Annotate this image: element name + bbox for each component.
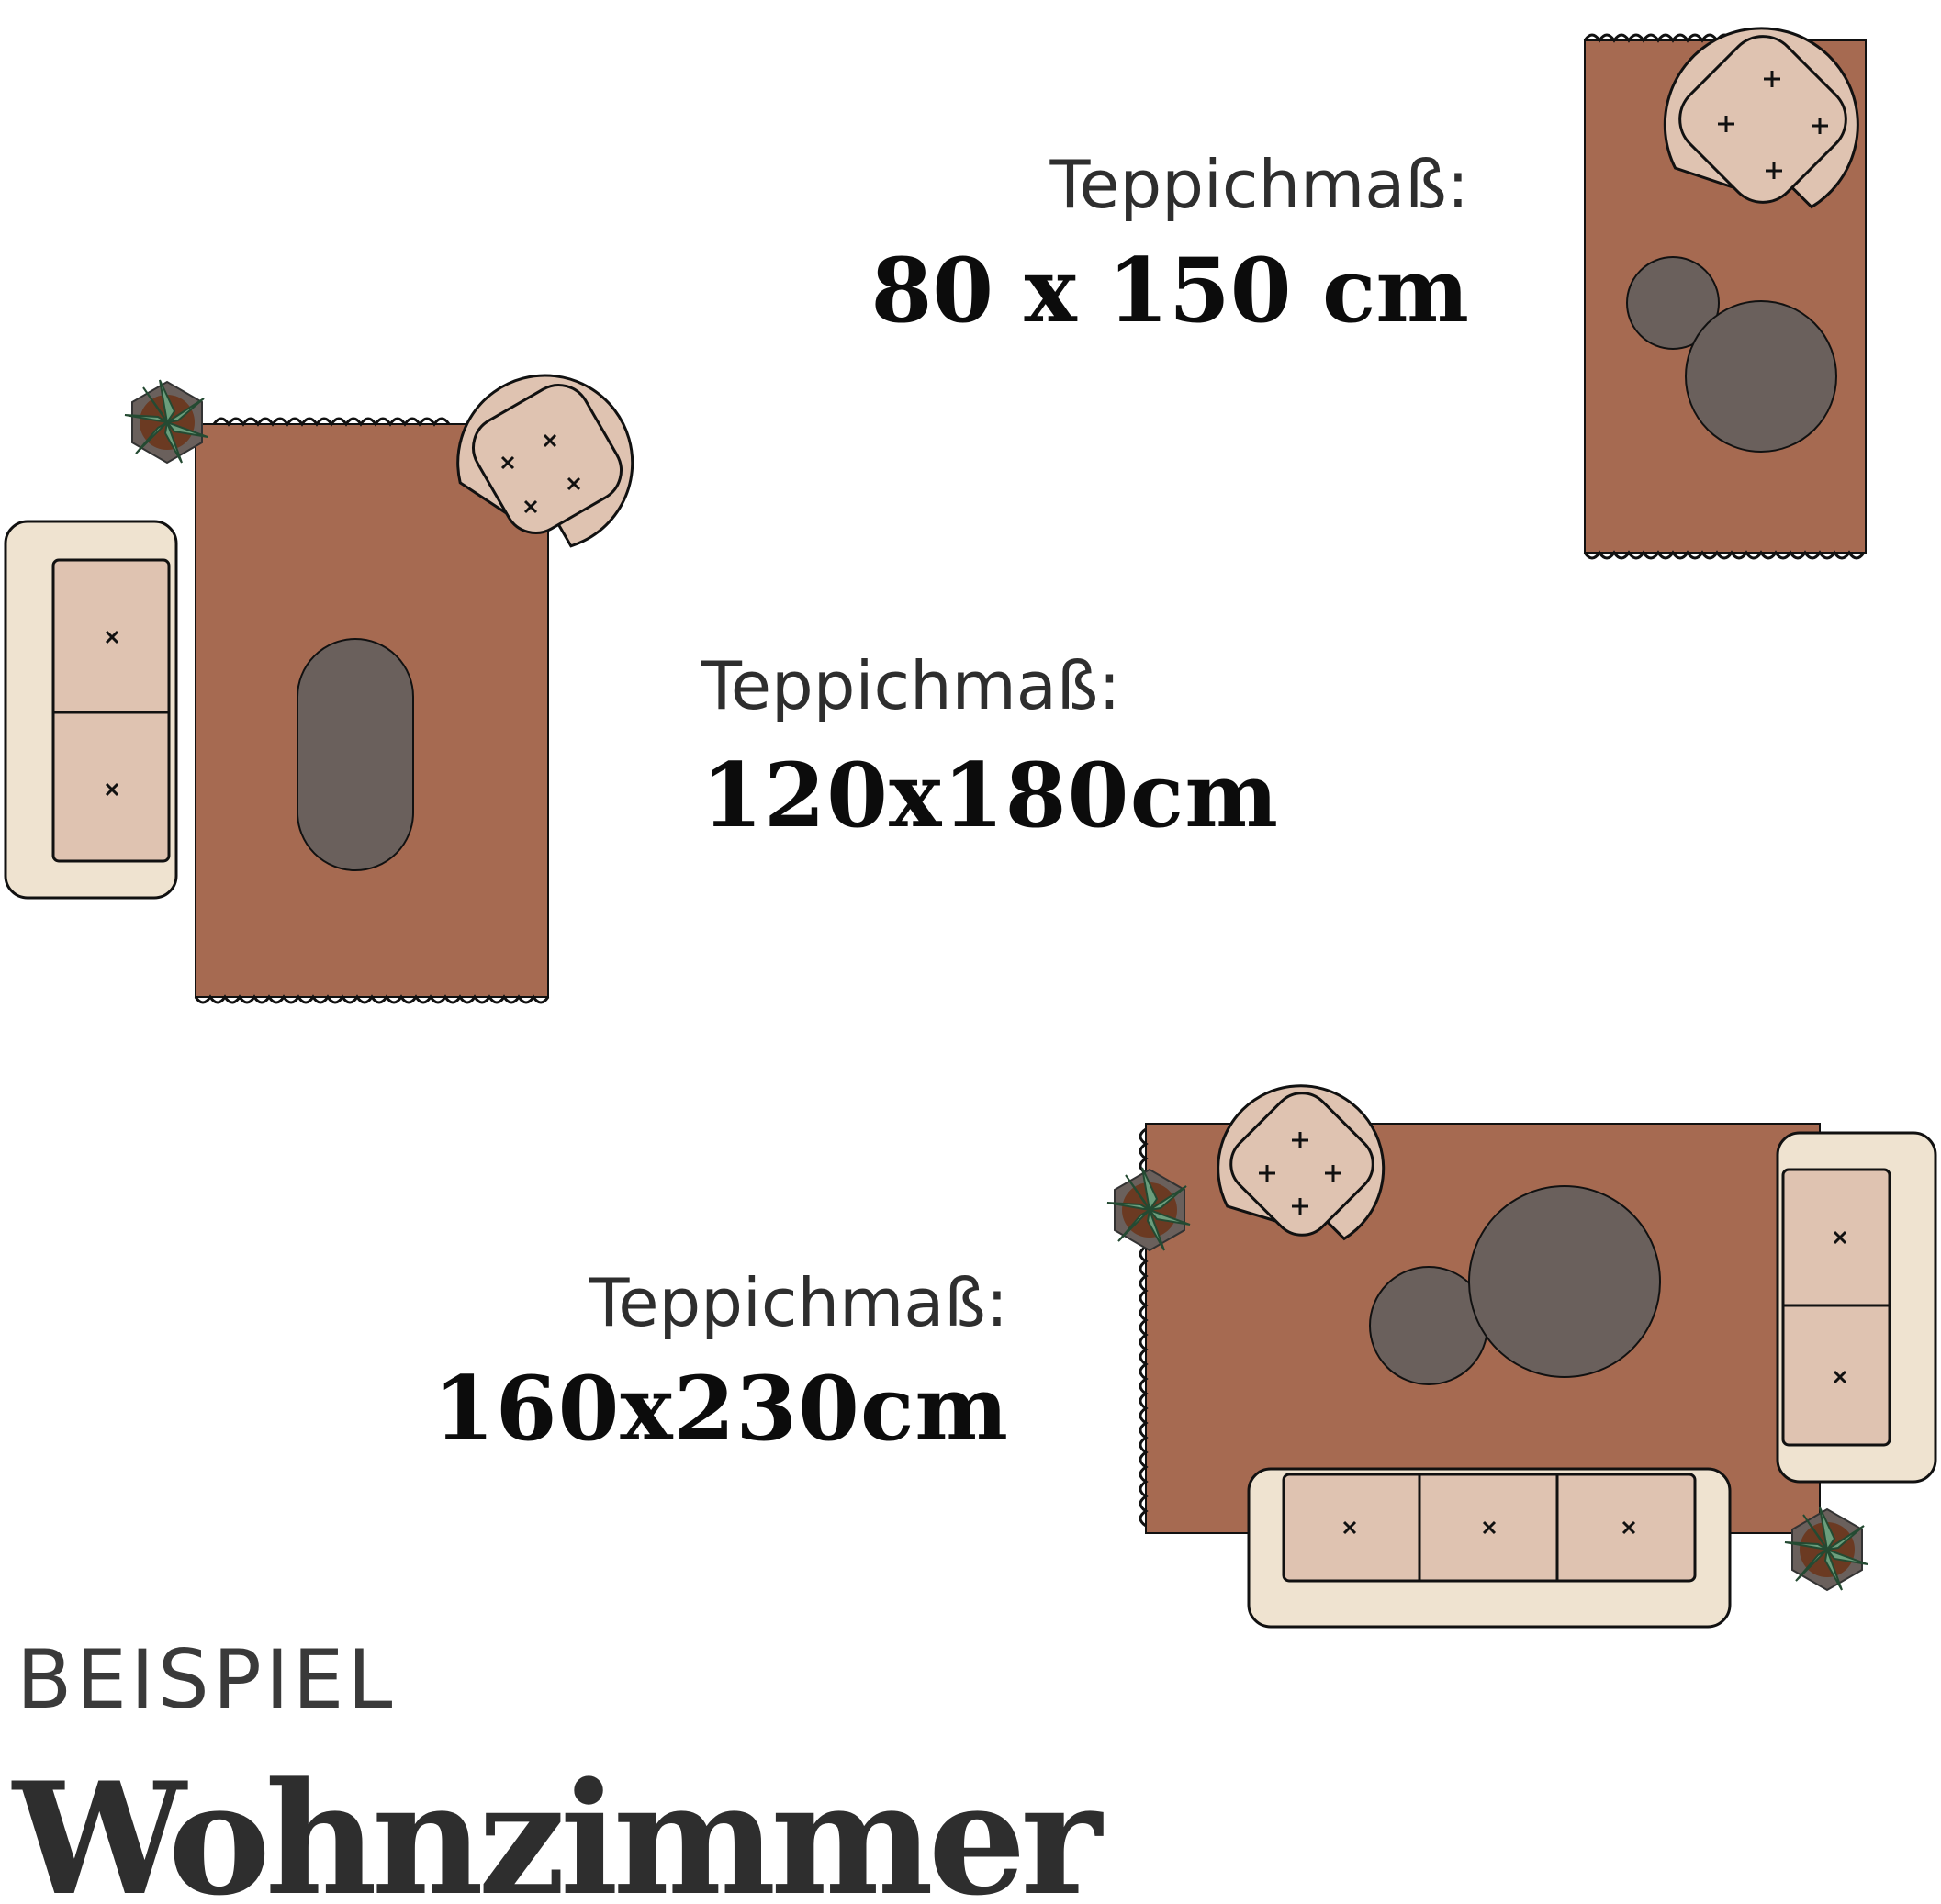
rug-1-group: [1583, 27, 1867, 560]
rug-2-fringe-bottom: [194, 994, 550, 1004]
rug-3-label-text: Teppichmaß:: [588, 1264, 1008, 1341]
caption-title: Wohnzimmer: [11, 1748, 1104, 1904]
rug-2-group: [4, 374, 634, 1004]
rug-1-label-text: Teppichmaß:: [1049, 146, 1469, 223]
caption-subtitle: BEISPIEL: [17, 1632, 396, 1727]
rug-1-fringe-bottom: [1583, 550, 1866, 560]
coffee-table-icon: [297, 638, 414, 871]
coffee-table-icon: [1685, 300, 1837, 453]
coffee-table-icon: [1626, 256, 1720, 350]
rug-1-label: Teppichmaß: 80 x 150 cm: [870, 146, 1469, 342]
rug-3-size-text: 160x230cm: [433, 1357, 1008, 1461]
sofa-icon: [1776, 1131, 1937, 1484]
rug-3-group: [1106, 1084, 1937, 1629]
sofa-icon: [1247, 1467, 1732, 1629]
sofa-icon: [4, 520, 178, 900]
rug-2-label: Teppichmaß: 120x180cm: [701, 647, 1278, 847]
rug-1-fringe-top: [1583, 33, 1733, 43]
coffee-table-icon: [1468, 1185, 1661, 1378]
rug-1-size-text: 80 x 150 cm: [870, 239, 1469, 342]
armchair-icon: [1663, 27, 1859, 209]
rug-3-label: Teppichmaß: 160x230cm: [433, 1264, 1008, 1461]
armchair-icon: [456, 374, 634, 548]
rug-2-fringe-top: [212, 417, 451, 427]
rug-2-size-text: 120x180cm: [701, 744, 1278, 847]
rug-2-label-text: Teppichmaß:: [701, 647, 1121, 724]
armchair-icon: [1217, 1084, 1386, 1241]
